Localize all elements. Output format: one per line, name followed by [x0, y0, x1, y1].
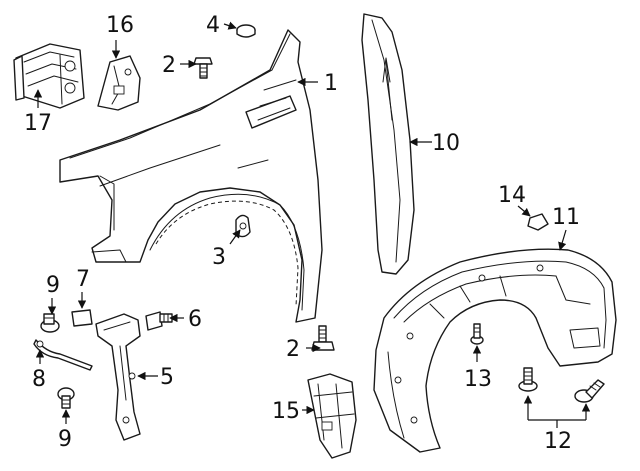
bolt-9-top: [40, 313, 60, 333]
callout-6: 6: [188, 307, 202, 332]
clip-14: [527, 213, 549, 231]
callout-10: 10: [432, 131, 460, 156]
callout-labels: 1 2 2 3 4 5 6 7 8 9 9 10 11 12 13 14 15 …: [24, 13, 580, 454]
callout-1: 1: [324, 71, 338, 96]
leader-lines: [33, 21, 591, 428]
bolt-2-bottom: [311, 325, 335, 351]
wheelhouse-liner-11: [373, 248, 617, 453]
callout-2-bottom: 2: [286, 337, 300, 362]
callout-9-top: 9: [46, 273, 60, 298]
pad-7: [71, 309, 93, 327]
callout-15: 15: [272, 399, 300, 424]
bolt-12-right: [574, 379, 605, 403]
hinge-bracket-17: [13, 43, 85, 109]
bracket-15: [307, 373, 357, 459]
callout-4: 4: [206, 13, 220, 38]
callout-12: 12: [544, 429, 572, 454]
callout-17: 17: [24, 111, 52, 136]
callout-3: 3: [212, 245, 226, 270]
bolt-9-bottom: [57, 387, 75, 409]
callout-9-bottom: 9: [58, 427, 72, 452]
callout-7: 7: [76, 267, 90, 292]
bolt-12-left: [518, 367, 538, 392]
rod-8: [33, 339, 93, 371]
callout-8: 8: [32, 367, 46, 392]
bracket-16: [97, 55, 141, 111]
screw-13: [470, 323, 484, 345]
bolt-6: [145, 311, 173, 331]
fender-1: [59, 29, 323, 323]
seal-10: [361, 13, 415, 275]
callout-14: 14: [498, 183, 526, 208]
bracket-5: [95, 313, 141, 441]
cap-4: [236, 24, 256, 38]
callout-2-top: 2: [162, 53, 176, 78]
callout-13: 13: [464, 367, 492, 392]
callout-5: 5: [160, 365, 174, 390]
bolt-2-top: [193, 57, 213, 79]
callout-11: 11: [552, 205, 580, 230]
callout-16: 16: [106, 13, 134, 38]
